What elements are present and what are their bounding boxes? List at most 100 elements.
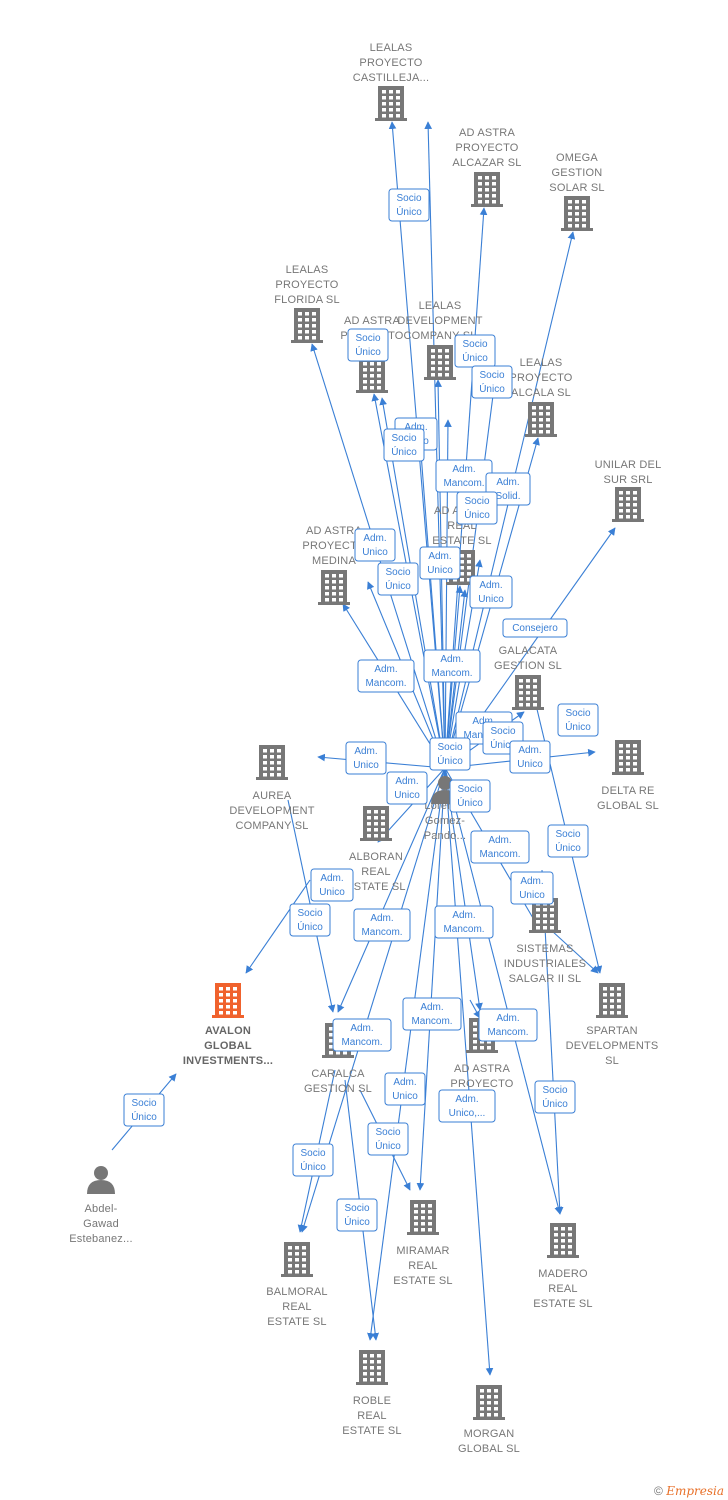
edge-label-text: Socio	[391, 433, 416, 444]
edge-label-text: Único	[542, 1097, 568, 1110]
edge-label[interactable]: Adm.Mancom.	[434, 905, 494, 939]
edge-label-text: Único	[300, 1160, 326, 1173]
edge-label-text: Único	[131, 1110, 157, 1123]
edge-label[interactable]: Adm.Unico,...	[438, 1089, 496, 1123]
node-castilleja[interactable]: LEALASPROYECTOCASTILLEJA...	[353, 42, 430, 121]
edge-label-text: Único	[565, 720, 591, 733]
node-label: REAL	[282, 1301, 312, 1313]
relation-edge	[377, 767, 446, 843]
edge-label[interactable]: Adm.Unico	[310, 868, 354, 902]
node-label: Gawad	[83, 1218, 119, 1230]
edge-label-text: Adm.	[518, 745, 541, 756]
node-label: ROBLE	[353, 1395, 391, 1407]
node-label: INVESTMENTS...	[183, 1055, 273, 1067]
edge-label-text: Adm.	[440, 654, 463, 665]
edge-label-text: Adm.	[363, 533, 386, 544]
edge-label[interactable]: Adm.Mancom.	[423, 649, 481, 683]
node-label: LEALAS	[419, 300, 462, 312]
node-label: PROYECTO	[359, 57, 422, 69]
node-label: AD ASTRA	[344, 315, 400, 327]
relation-edge	[416, 439, 446, 769]
edge-label[interactable]: Adm.Unico	[510, 871, 554, 905]
relation-edge	[444, 767, 562, 1215]
relation-edge	[416, 767, 446, 1191]
edge-label[interactable]: Adm.Mancom.	[357, 659, 415, 693]
node-label: AVALON	[205, 1025, 251, 1037]
edge-label[interactable]: Adm.Unico	[354, 528, 396, 562]
edge-label-text: Adm.	[496, 1013, 519, 1024]
edge-label-text: Unico,...	[449, 1108, 486, 1119]
node-label: Abdel-	[85, 1203, 118, 1215]
edge-label[interactable]: Adm.Mancom.	[402, 997, 462, 1031]
node-label: REAL	[357, 1410, 387, 1422]
node-label: FLORIDA SL	[274, 294, 340, 306]
edge-label[interactable]: Adm.Mancom.	[470, 830, 530, 864]
edge-label[interactable]: Adm.Mancom.	[353, 908, 411, 942]
edge-label-text: Adm.	[320, 873, 343, 884]
edge-label-text: Adm.	[496, 477, 519, 488]
edge-label[interactable]: Consejero	[502, 618, 568, 638]
node-label: REAL	[548, 1283, 578, 1295]
node-label: SL	[605, 1055, 619, 1067]
edge-label[interactable]: Adm.Unico	[419, 546, 461, 580]
edge-label[interactable]: Adm.Unico	[509, 740, 551, 774]
node-label: ALBORAN	[349, 851, 403, 863]
edge-label-text: Unico	[478, 594, 504, 605]
node-avalon[interactable]: AVALONGLOBALINVESTMENTS...	[183, 983, 273, 1067]
edge-label-text: Socio	[462, 339, 487, 350]
edge-label[interactable]: Adm.Mancom.	[332, 1018, 392, 1052]
node-label: GESTION	[552, 167, 603, 179]
edge-label[interactable]: Adm.Mancom.	[478, 1008, 538, 1042]
edge-label[interactable]: Adm.Unico	[384, 1072, 426, 1106]
node-label: INDUSTRIALES	[504, 958, 586, 970]
edge-label[interactable]: Adm.Unico	[386, 771, 428, 805]
edge-label-text: Socio	[542, 1085, 567, 1096]
node-label: MADERO	[538, 1268, 588, 1280]
edge-label-text: Adm.	[472, 716, 495, 727]
edge-label-text: Único	[297, 920, 323, 933]
edge-label[interactable]: Adm.Mancom.	[435, 459, 493, 493]
node-label: DEVELOPMENTS	[566, 1040, 659, 1052]
edge-label[interactable]: Adm.Unico	[469, 575, 513, 609]
node-label: AD ASTRA	[459, 127, 515, 139]
edge-label[interactable]: Adm.Unico	[345, 741, 387, 775]
person-icon	[87, 1166, 115, 1194]
building-icon	[212, 983, 244, 1018]
node-abdel[interactable]: Abdel-GawadEstebanez...	[69, 1166, 133, 1245]
